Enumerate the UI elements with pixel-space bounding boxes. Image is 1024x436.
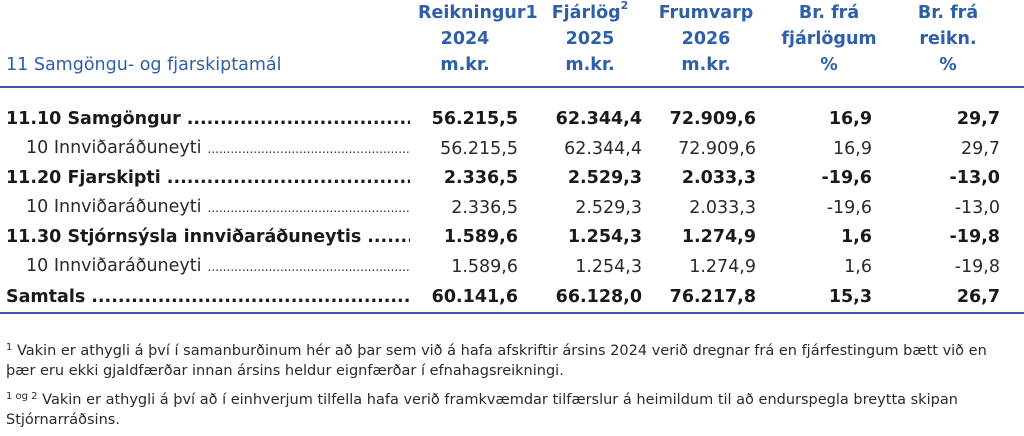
row-label: 10 Innviðaráðuneyti (26, 138, 202, 158)
table-header-row: 11 Samgöngu- og fjarskiptamál Reikningur… (0, 0, 1024, 88)
column-header-line3: % (820, 55, 838, 75)
footnote-mark: 1 og 2 (6, 391, 38, 402)
table-row: 10 Innviðaráðuneyti.....................… (0, 252, 1024, 282)
cell-frumvarp: 2.033,3 (681, 168, 756, 188)
table-row: 10 Innviðaráðuneyti.....................… (0, 134, 1024, 164)
row-label: Samtals (6, 286, 86, 307)
footnote-text: Vakin er athygli á því í samanburðinum h… (6, 343, 987, 379)
cell-br-reikn: -13,0 (949, 168, 1000, 188)
column-header-line2: 2026 (681, 29, 731, 49)
table-row: 11.20 Fjarskipti........................… (0, 164, 1024, 193)
cell-br-fjarlogum: 15,3 (776, 282, 896, 314)
column-header-frumvarp: Frumvarp 2026 m.kr. (658, 0, 776, 88)
cell-reikningur: 56.215,5 (440, 138, 518, 159)
cell-reikningur: 60.141,6 (418, 282, 536, 314)
column-header-line1: Br. frá (917, 3, 979, 23)
column-header-line3: m.kr. (565, 55, 615, 75)
column-header-line2: 2025 (565, 29, 615, 49)
column-header-line2: fjárlögum (781, 29, 877, 49)
table-row: 11.10 Samgöngur.........................… (0, 105, 1024, 134)
cell-reikningur: 1.589,6 (443, 227, 518, 247)
column-header-line1: Frumvarp (658, 3, 754, 23)
cell-br-reikn: 26,7 (896, 282, 1024, 314)
column-header-line1: Br. frá (798, 3, 860, 23)
cell-fjarlog: 1.254,3 (575, 256, 642, 277)
budget-table: 11 Samgöngu- og fjarskiptamál Reikningur… (0, 0, 1024, 314)
cell-br-fjarlogum: 16,9 (833, 138, 872, 159)
footnote-mark: 2 (620, 0, 629, 12)
cell-frumvarp: 1.274,9 (689, 256, 756, 277)
cell-br-fjarlogum: -19,6 (826, 197, 872, 218)
footnote: 1 og 2 Vakin er athygli á því að í einhv… (6, 387, 1018, 430)
footnote-mark: 1 (6, 342, 13, 353)
cell-fjarlog: 62.344,4 (555, 109, 642, 129)
cell-frumvarp: 76.217,8 (658, 282, 776, 314)
cell-fjarlog: 2.529,3 (575, 197, 642, 218)
column-header-fjarlog: Fjárlög2 2025 m.kr. (536, 0, 658, 88)
column-header-line1: Fjárlög (551, 3, 621, 23)
row-label: 11.10 Samgöngur (6, 109, 181, 129)
dot-leader: ........................................… (207, 260, 410, 274)
row-label: 10 Innviðaráðuneyti (26, 256, 202, 276)
column-header-reikningur: Reikningur1 2024 m.kr. (418, 0, 538, 88)
cell-br-fjarlogum: -19,6 (821, 168, 872, 188)
cell-reikningur: 56.215,5 (431, 109, 518, 129)
column-header-line3: m.kr. (681, 55, 731, 75)
cell-frumvarp: 72.909,6 (669, 109, 756, 129)
table-row: 11.30 Stjórnsýsla innviðaráðuneytis.....… (0, 223, 1024, 252)
cell-br-reikn: -19,8 (954, 256, 1000, 277)
dot-leader: ........................................… (367, 227, 410, 247)
row-label: 10 Innviðaráðuneyti (26, 197, 202, 217)
column-header-line3: m.kr. (440, 55, 490, 75)
cell-fjarlog: 2.529,3 (567, 168, 642, 188)
row-label: 11.20 Fjarskipti (6, 168, 161, 188)
cell-reikningur: 2.336,5 (443, 168, 518, 188)
dot-leader: ........................................… (166, 168, 410, 188)
cell-br-fjarlogum: 16,9 (828, 109, 872, 129)
dot-leader: ........................................… (186, 109, 410, 129)
dot-leader: ........................................… (207, 142, 410, 156)
cell-reikningur: 2.336,5 (451, 197, 518, 218)
column-header-br-reikn: Br. frá reikn. % (896, 0, 1024, 88)
dot-leader: ........................................… (207, 201, 410, 215)
footnotes: 1 Vakin er athygli á því í samanburðinum… (6, 338, 1018, 436)
column-header-line2: reikn. (919, 29, 977, 49)
column-header-line2: 2024 (440, 29, 490, 49)
cell-br-reikn: -19,8 (949, 227, 1000, 247)
row-label: 11.30 Stjórnsýsla innviðaráðuneytis (6, 227, 362, 247)
column-header-br-fjarlogum: Br. frá fjárlögum % (776, 0, 896, 88)
footnote: 1 Vakin er athygli á því í samanburðinum… (6, 338, 1018, 381)
cell-frumvarp: 72.909,6 (678, 138, 756, 159)
cell-br-fjarlogum: 1,6 (844, 256, 872, 277)
total-row: Samtals.................................… (0, 282, 1024, 314)
table-row: 10 Innviðaráðuneyti.....................… (0, 193, 1024, 223)
dot-leader: ........................................… (91, 286, 410, 307)
cell-frumvarp: 1.274,9 (681, 227, 756, 247)
footnote-mark: 1 (525, 3, 538, 23)
footnote-text: Vakin er athygli á því að í einhverjum t… (6, 392, 958, 428)
column-header-line1: Reikningur (418, 3, 526, 23)
cell-br-reikn: 29,7 (961, 138, 1000, 159)
cell-fjarlog: 62.344,4 (564, 138, 642, 159)
cell-frumvarp: 2.033,3 (689, 197, 756, 218)
cell-br-reikn: 29,7 (956, 109, 1000, 129)
cell-reikningur: 1.589,6 (451, 256, 518, 277)
section-title: 11 Samgöngu- og fjarskiptamál (0, 0, 418, 88)
cell-fjarlog: 66.128,0 (536, 282, 658, 314)
cell-br-fjarlogum: 1,6 (840, 227, 872, 247)
cell-fjarlog: 1.254,3 (567, 227, 642, 247)
column-header-line3: % (939, 55, 957, 75)
cell-br-reikn: -13,0 (954, 197, 1000, 218)
